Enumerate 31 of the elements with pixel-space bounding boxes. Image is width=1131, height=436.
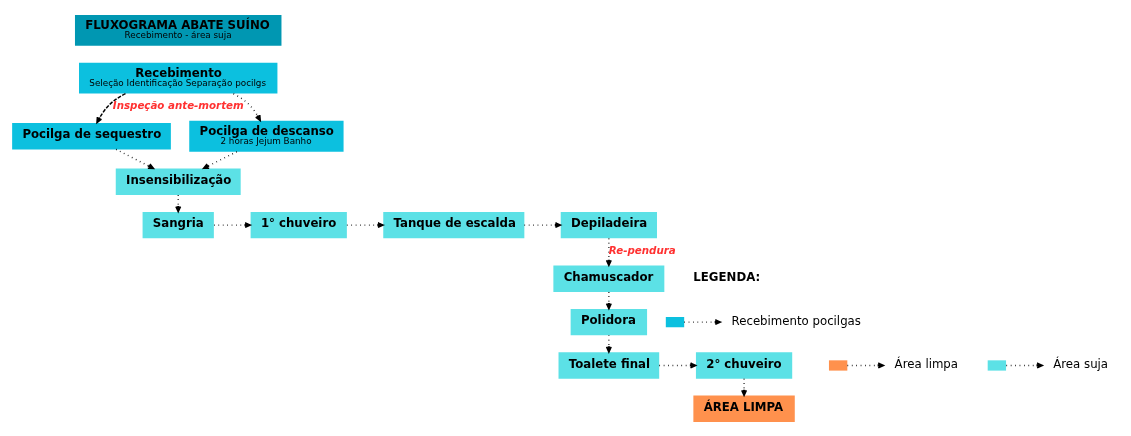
node-box: Toalete final [558,351,660,379]
arrow [605,290,612,310]
legend-label: Recebimento pocilgas [731,313,861,328]
node-box: Depiladeira [560,211,657,238]
legend-label: Área limpa [894,356,959,371]
node-box: Pocilga de sequestro [12,122,171,149]
node-box: Sangria [142,211,214,238]
arrow [175,193,182,213]
node-box: FLUXOGRAMA ABATE SUÍNO Recebimento - área suja [74,14,282,46]
arrow [202,150,238,169]
node-box: Pocilga de descanso 2 horas Jejum Banho [189,120,344,152]
node-box: Tanque de escalda [383,211,525,238]
arrow [523,221,562,228]
label: LEGENDA: [693,269,761,284]
node-box: Polidora [570,308,648,335]
node-box: Recebimento Seleção Identificação Separação pocilgs [79,62,278,94]
arrow [96,92,127,123]
node-box: 1° chuveiro [250,211,347,238]
arrow [658,361,697,369]
arrow [346,221,384,228]
arrow [213,221,252,228]
edge-label: Inspeção ante-mortem [112,98,244,111]
node-box: Insensibilização [115,168,241,195]
node-box: Chamuscador [553,265,665,292]
arrow [605,237,612,266]
node-box: ÁREA LIMPA [693,395,795,422]
arrow [232,92,261,121]
node-box: 2° chuveiro [695,351,793,379]
edge-label: Re-pendura [608,243,676,256]
legend-label: Área suja [1053,356,1109,371]
arrow [115,148,155,169]
